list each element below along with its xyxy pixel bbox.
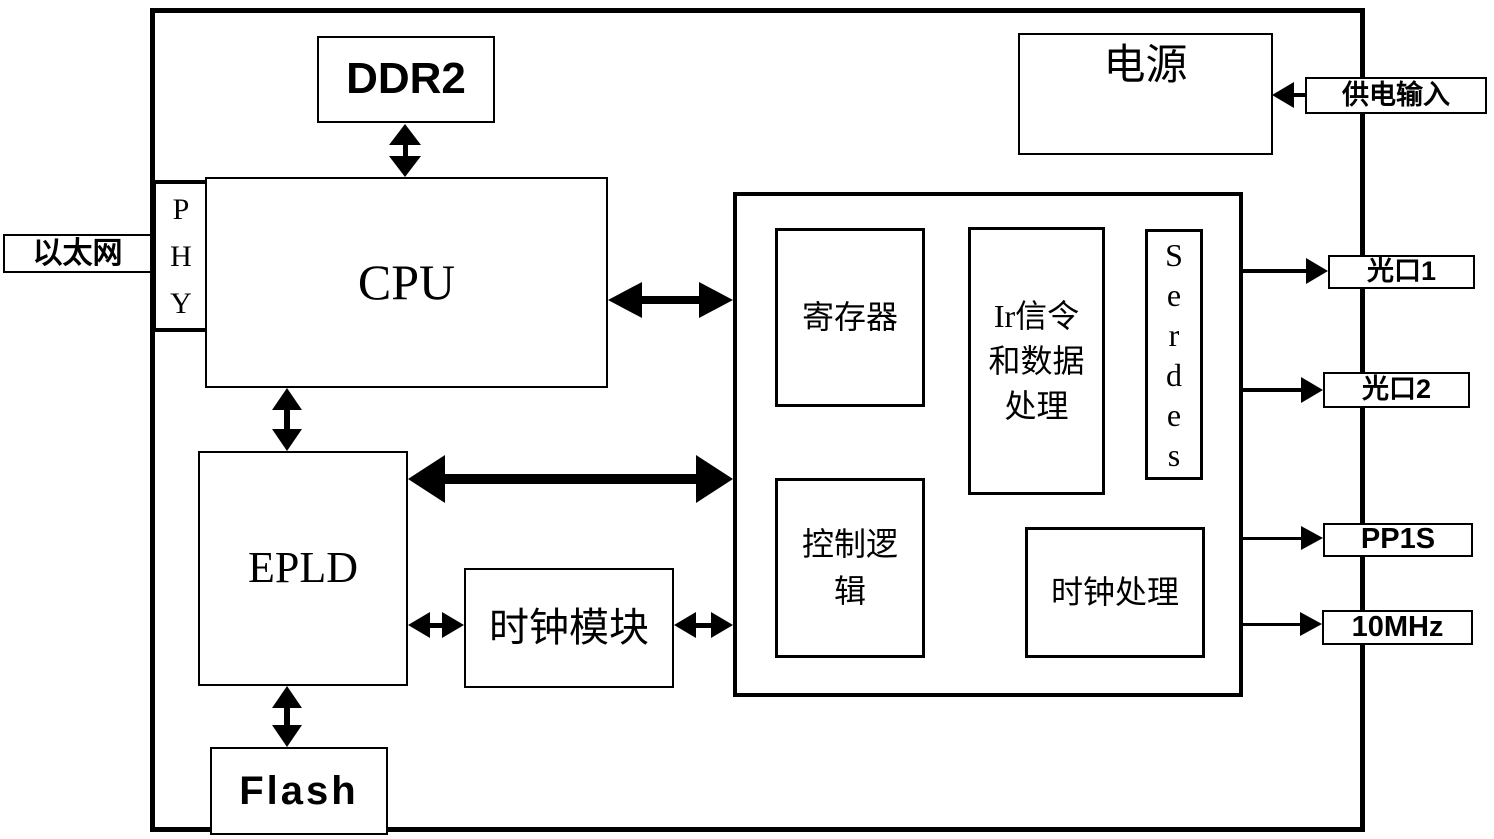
arrow-cpu-logic-icon [608, 282, 733, 318]
arrow-cpu-epld-icon [272, 388, 302, 451]
block-ddr2: DDR2 [317, 36, 495, 123]
block-ir-processing-line: 和数据 [988, 342, 1085, 379]
block-phy: P H Y [152, 180, 210, 332]
block-serdes-letter: S [1165, 236, 1183, 273]
arrow-clock-processing-pp1s-icon [1206, 526, 1323, 550]
block-optical-port-1: 光口1 [1328, 255, 1475, 289]
block-register: 寄存器 [775, 228, 925, 407]
block-cpu: CPU [205, 177, 608, 388]
block-serdes-letter: e [1166, 396, 1182, 433]
block-clock-processing-label: 时钟处理 [1050, 573, 1179, 610]
block-ethernet-label: 以太网 [32, 237, 123, 270]
block-control-logic-line: 辑 [833, 573, 866, 609]
block-ir-processing-line: 处理 [1004, 387, 1069, 424]
block-power: 电源 [1018, 33, 1273, 155]
block-power-input-label: 供电输入 [1342, 79, 1450, 110]
block-clock-module-label: 时钟模块 [489, 605, 649, 650]
block-ddr2-label: DDR2 [346, 54, 466, 104]
block-10mhz-label: 10MHz [1351, 610, 1444, 643]
block-cpu-label: CPU [357, 254, 456, 310]
block-pp1s-label: PP1S [1360, 523, 1436, 556]
block-10mhz: 10MHz [1322, 610, 1473, 645]
block-serdes: S e r d e s [1145, 229, 1203, 480]
block-optical-port-1-label: 光口1 [1366, 256, 1437, 287]
block-phy-letter: Y [170, 286, 192, 320]
arrow-epld-clock-module-icon [408, 612, 464, 638]
arrow-ddr2-cpu-icon [389, 124, 421, 177]
block-serdes-letter: d [1166, 356, 1182, 393]
arrow-epld-flash-icon [272, 686, 302, 747]
block-epld: EPLD [198, 451, 408, 686]
block-phy-letter: H [170, 239, 192, 273]
arrow-clock-module-logic-icon [674, 612, 733, 638]
block-ir-processing: Ir信令 和数据 处理 [968, 227, 1105, 495]
block-epld-label: EPLD [248, 543, 358, 593]
block-clock-module: 时钟模块 [464, 568, 674, 688]
block-ethernet: 以太网 [3, 234, 152, 273]
block-flash: Flash [210, 747, 388, 835]
block-serdes-letter: r [1168, 316, 1180, 353]
arrow-power-input-power-icon [1272, 82, 1305, 108]
block-ir-processing-line: Ir信令 [993, 297, 1080, 334]
block-serdes-letter: e [1166, 276, 1182, 313]
block-clock-processing: 时钟处理 [1025, 527, 1205, 658]
block-optical-port-2: 光口2 [1323, 372, 1470, 408]
block-control-logic-line: 控制逻 [801, 526, 898, 562]
block-control-logic: 控制逻 辑 [775, 478, 925, 658]
block-power-input: 供电输入 [1305, 77, 1487, 114]
block-register-label: 寄存器 [801, 298, 898, 335]
block-optical-port-2-label: 光口2 [1361, 374, 1432, 405]
arrow-epld-logic-icon [408, 455, 733, 503]
arrow-clock-processing-10mhz-icon [1206, 612, 1322, 636]
block-phy-letter: P [172, 192, 190, 226]
board-outline [150, 8, 1365, 832]
block-serdes-letter: s [1167, 436, 1181, 473]
block-pp1s: PP1S [1323, 523, 1473, 557]
block-flash-label: Flash [239, 769, 359, 813]
block-power-label: 电源 [1103, 43, 1188, 89]
